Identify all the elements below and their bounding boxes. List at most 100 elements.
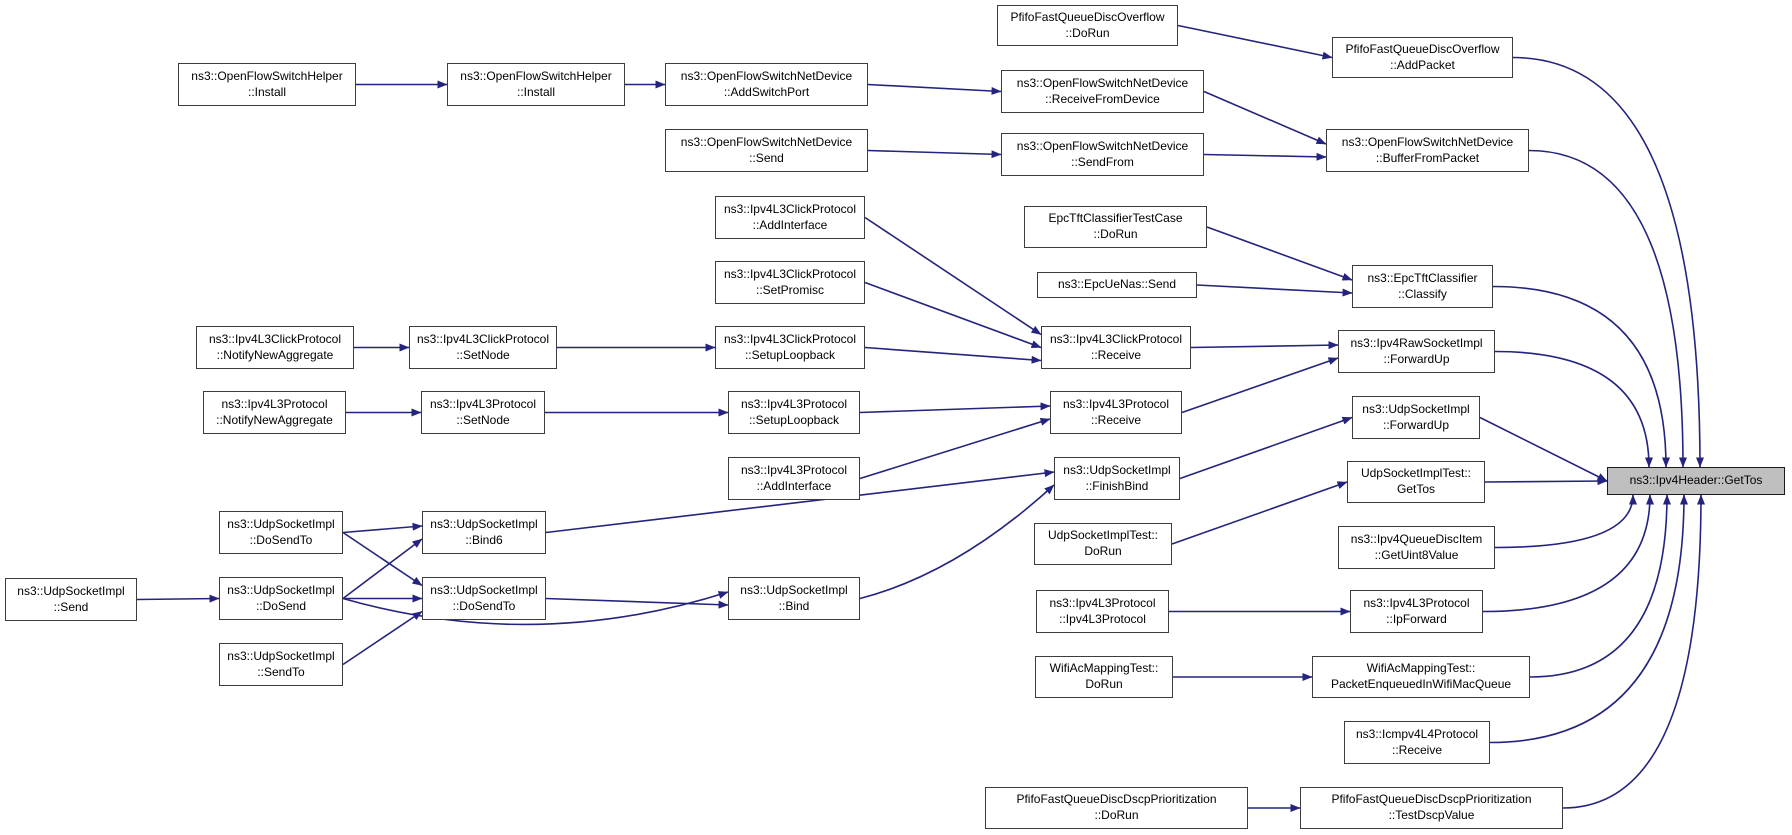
- call-edge-udp_send-to-udp_dosend: [136, 594, 220, 603]
- node-label: ns3::UdpSocketImpl: [430, 582, 538, 597]
- graph-node-udp_bind[interactable]: ns3::UdpSocketImpl::Bind: [728, 577, 860, 620]
- node-label: ns3::Ipv4L3ClickProtocol: [723, 266, 857, 281]
- graph-node-click_notify[interactable]: ns3::Ipv4L3ClickProtocol::NotifyNewAggre…: [196, 326, 354, 369]
- graph-node-l3_addif[interactable]: ns3::Ipv4L3Protocol::AddInterface: [728, 457, 860, 500]
- node-label: PfifoFastQueueDiscOverflow: [1010, 9, 1165, 24]
- graph-node-udptest_dorun[interactable]: UdpSocketImplTest::DoRun: [1034, 523, 1172, 565]
- node-label: ::ReceiveFromDevice: [1045, 91, 1160, 106]
- call-edge-udp_finishbind-to-udp_forwardup: [1179, 416, 1353, 480]
- graph-node-udp_sendto[interactable]: ns3::UdpSocketImpl::SendTo: [219, 643, 343, 686]
- graph-node-pfifo_dscp_testdscp[interactable]: PfifoFastQueueDiscDscpPrioritization::Te…: [1300, 787, 1563, 829]
- node-label: ::SetPromisc: [755, 282, 824, 297]
- node-label: ns3::Ipv4L3Protocol: [221, 396, 328, 411]
- graph-node-click_setnode[interactable]: ns3::Ipv4L3ClickProtocol::SetNode: [409, 326, 557, 369]
- graph-node-ofsh_install2[interactable]: ns3::OpenFlowSwitchHelper::Install: [447, 63, 625, 106]
- graph-node-queuedisc_getuint8[interactable]: ns3::Ipv4QueueDiscItem::GetUint8Value: [1338, 526, 1495, 569]
- call-edge-udptest_gettos-to-gettos: [1484, 477, 1608, 486]
- graph-node-icmp_receive[interactable]: ns3::Icmpv4L4Protocol::Receive: [1344, 721, 1490, 764]
- node-label: ns3::OpenFlowSwitchNetDevice: [1016, 138, 1189, 153]
- node-label: EpcTftClassifierTestCase: [1048, 211, 1183, 226]
- graph-node-udptest_gettos[interactable]: UdpSocketImplTest::GetTos: [1347, 461, 1485, 503]
- node-label: ::NotifyNewAggregate: [216, 347, 334, 362]
- graph-node-udp_bind6[interactable]: ns3::UdpSocketImpl::Bind6: [422, 511, 546, 554]
- node-label: ::DoRun: [1093, 227, 1138, 241]
- node-label: ns3::UdpSocketImpl: [740, 582, 848, 597]
- node-label: ::SendTo: [257, 664, 305, 679]
- node-label: ::AddSwitchPort: [723, 84, 810, 99]
- node-label: ::TestDscpValue: [1388, 808, 1475, 822]
- node-label: ns3::OpenFlowSwitchNetDevice: [1341, 134, 1514, 149]
- node-label: ns3::Ipv4L3ClickProtocol: [208, 331, 342, 346]
- node-label: DoRun: [1084, 544, 1122, 558]
- node-label: ns3::UdpSocketImpl: [227, 648, 335, 663]
- graph-node-pfifo_dscp_dorun[interactable]: PfifoFastQueueDiscDscpPrioritization::Do…: [985, 787, 1248, 829]
- call-edge-click_receive-to-raw_forwardup: [1190, 341, 1339, 350]
- node-label: ns3::UdpSocketImpl: [430, 516, 538, 531]
- node-label: ns3::Ipv4L3Protocol: [740, 462, 848, 477]
- graph-node-pfifo_overflow_addpacket[interactable]: PfifoFastQueueDiscOverflow::AddPacket: [1332, 37, 1513, 78]
- graph-node-udp_dosendto2[interactable]: ns3::UdpSocketImpl::DoSendTo: [422, 577, 546, 620]
- call-edge-l3_ipforward-to-gettos: [1482, 494, 1654, 613]
- graph-node-click_addif[interactable]: ns3::Ipv4L3ClickProtocol::AddInterface: [715, 196, 865, 239]
- call-edge-pfifo_overflow_dorun-to-pfifo_overflow_addpacket: [1177, 24, 1333, 60]
- node-label: ns3::EpcUeNas::Send: [1057, 277, 1177, 292]
- graph-node-l3_setnode[interactable]: ns3::Ipv4L3Protocol::SetNode: [421, 391, 545, 434]
- call-edge-udp_forwardup-to-gettos: [1479, 416, 1608, 482]
- node-label: ns3::OpenFlowSwitchHelper: [460, 68, 612, 83]
- graph-node-click_receive[interactable]: ns3::Ipv4L3ClickProtocol::Receive: [1041, 326, 1191, 369]
- node-label: PfifoFastQueueDiscDscpPrioritization: [1331, 792, 1532, 807]
- graph-node-gettos[interactable]: ns3::Ipv4Header::GetTos: [1607, 467, 1785, 495]
- graph-node-click_setuploopback[interactable]: ns3::Ipv4L3ClickProtocol::SetupLoopback: [715, 326, 865, 369]
- graph-node-ofsh_install1[interactable]: ns3::OpenFlowSwitchHelper::Install: [178, 63, 356, 106]
- node-label: ::DoSendTo: [249, 532, 313, 547]
- node-label: ::Classify: [1398, 286, 1447, 301]
- node-label: WifiAcMappingTest::: [1366, 661, 1476, 676]
- graph-node-ofsnd_sendfrom[interactable]: ns3::OpenFlowSwitchNetDevice::SendFrom: [1001, 133, 1204, 176]
- node-label: ::ForwardUp: [1383, 351, 1450, 366]
- node-label: ::BufferFromPacket: [1375, 150, 1480, 165]
- node-label: ::FinishBind: [1085, 478, 1149, 493]
- call-edge-ofsnd_addswitchport-to-ofsnd_recvfromdev: [867, 83, 1002, 95]
- node-label: ns3::Ipv4L3Protocol: [1363, 595, 1470, 610]
- graph-node-l3_receive[interactable]: ns3::Ipv4L3Protocol::Receive: [1050, 391, 1182, 434]
- node-label: ns3::Ipv4L3ClickProtocol: [1049, 331, 1183, 346]
- graph-node-udp_forwardup[interactable]: ns3::UdpSocketImpl::ForwardUp: [1352, 396, 1480, 439]
- graph-node-udp_send[interactable]: ns3::UdpSocketImpl::Send: [5, 578, 137, 621]
- graph-node-epcuenas_send[interactable]: ns3::EpcUeNas::Send: [1037, 272, 1197, 298]
- call-edge-raw_forwardup-to-gettos: [1494, 350, 1653, 468]
- graph-node-ofsnd_addswitchport[interactable]: ns3::OpenFlowSwitchNetDevice::AddSwitchP…: [665, 63, 868, 106]
- node-label: PfifoFastQueueDiscDscpPrioritization: [1016, 792, 1217, 807]
- call-edge-epctft_classify-to-gettos: [1492, 285, 1670, 468]
- graph-node-wifiac_packetenq[interactable]: WifiAcMappingTest::PacketEnqueuedInWifiM…: [1312, 656, 1530, 698]
- call-edge-ofsnd_recvfromdev-to-ofsnd_buffer: [1203, 90, 1327, 145]
- graph-node-udp_dosend[interactable]: ns3::UdpSocketImpl::DoSend: [219, 577, 343, 620]
- node-label: ns3::UdpSocketImpl: [1362, 401, 1470, 416]
- node-label: ns3::Ipv4L3Protocol: [1049, 595, 1156, 610]
- call-edge-epctft_dorun-to-epctft_classify: [1206, 226, 1353, 281]
- graph-node-l3_setuploopback[interactable]: ns3::Ipv4L3Protocol::SetupLoopback: [728, 391, 860, 434]
- graph-node-raw_forwardup[interactable]: ns3::Ipv4RawSocketImpl::ForwardUp: [1338, 330, 1495, 373]
- graph-node-udp_dosendto1[interactable]: ns3::UdpSocketImpl::DoSendTo: [219, 511, 343, 554]
- call-edge-wifiac_packetenq-to-gettos: [1529, 494, 1671, 678]
- call-edge-click_setpromisc-to-click_receive: [864, 281, 1042, 349]
- call-edge-udp_dosendto2-to-udp_bind: [545, 597, 729, 609]
- graph-node-ofsnd_recvfromdev[interactable]: ns3::OpenFlowSwitchNetDevice::ReceiveFro…: [1001, 70, 1204, 113]
- graph-node-l3_ctor[interactable]: ns3::Ipv4L3Protocol::Ipv4L3Protocol: [1036, 590, 1169, 633]
- graph-node-wifiac_dorun[interactable]: WifiAcMappingTest::DoRun: [1035, 656, 1173, 698]
- node-label: ::SendFrom: [1071, 154, 1134, 169]
- graph-node-ofsnd_send[interactable]: ns3::OpenFlowSwitchNetDevice::Send: [665, 129, 868, 172]
- graph-node-l3_ipforward[interactable]: ns3::Ipv4L3Protocol::IpForward: [1350, 590, 1483, 633]
- graph-node-pfifo_overflow_dorun[interactable]: PfifoFastQueueDiscOverflow::DoRun: [997, 5, 1178, 46]
- graph-node-ofsnd_buffer[interactable]: ns3::OpenFlowSwitchNetDevice::BufferFrom…: [1326, 129, 1529, 172]
- node-label: ::AddInterface: [752, 217, 828, 232]
- graph-node-epctft_dorun[interactable]: EpcTftClassifierTestCase::DoRun: [1024, 206, 1207, 248]
- graph-node-epctft_classify[interactable]: ns3::EpcTftClassifier::Classify: [1352, 265, 1493, 308]
- graph-node-udp_finishbind[interactable]: ns3::UdpSocketImpl::FinishBind: [1054, 457, 1180, 500]
- graph-node-click_setpromisc[interactable]: ns3::Ipv4L3ClickProtocol::SetPromisc: [715, 261, 865, 304]
- graph-node-l3_notify[interactable]: ns3::Ipv4L3Protocol::NotifyNewAggregate: [203, 391, 346, 434]
- node-label: ns3::Ipv4L3Protocol: [429, 396, 537, 411]
- node-label: ::SetupLoopback: [748, 412, 840, 427]
- node-label: ns3::Ipv4RawSocketImpl: [1350, 335, 1483, 350]
- node-label: ns3::Icmpv4L4Protocol: [1355, 726, 1479, 741]
- node-label: ::SetupLoopback: [744, 347, 836, 362]
